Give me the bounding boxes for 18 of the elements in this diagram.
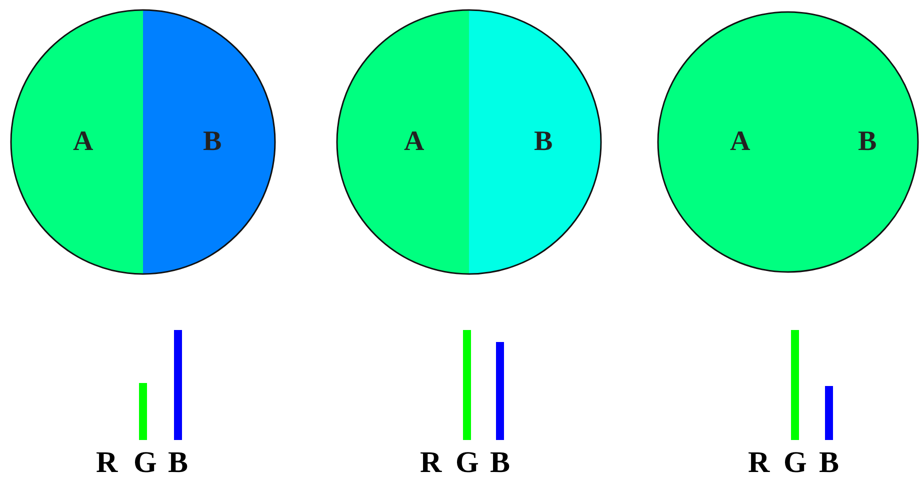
channel-label: R <box>420 448 442 477</box>
channel-label: G <box>784 448 807 477</box>
half-label: B <box>203 128 222 156</box>
channel-label: B <box>168 448 188 477</box>
split-circle <box>9 8 277 276</box>
channel-label: B <box>819 448 840 477</box>
half-label: A <box>404 128 424 156</box>
half-label: B <box>534 128 553 156</box>
half-label: B <box>858 128 877 156</box>
channel-label: G <box>456 448 479 477</box>
half-label: A <box>73 128 94 156</box>
channel-label: G <box>134 448 157 477</box>
half-label: A <box>730 128 750 156</box>
split-circle <box>335 8 603 276</box>
channel-label: R <box>748 448 770 477</box>
split-circle <box>656 10 920 274</box>
channel-label: B <box>490 448 510 477</box>
channel-label: R <box>96 448 118 477</box>
